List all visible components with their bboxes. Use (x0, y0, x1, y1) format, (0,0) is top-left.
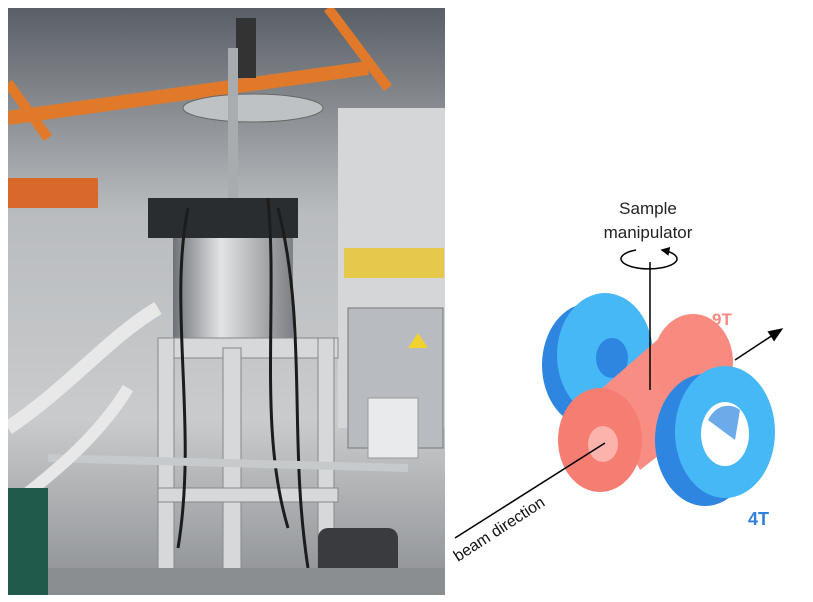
beam-direction-arrow (734, 328, 784, 361)
warning-sign (408, 333, 428, 348)
outer-magnet-4T (655, 366, 775, 506)
pump-box (367, 397, 419, 459)
orange-beam (8, 178, 98, 208)
beam-line (454, 442, 606, 539)
floor (8, 568, 445, 595)
manipulator-label-line1: Sample (619, 199, 677, 218)
manipulator-rod (228, 48, 238, 328)
chamber-lid (148, 198, 298, 238)
top-motor (236, 18, 256, 78)
beam-direction-label: beam direction (451, 494, 548, 565)
support-frame (157, 337, 339, 589)
top-flange (182, 93, 324, 123)
outer-magnet-label: 4T (748, 509, 769, 529)
vacuum-pump (318, 528, 398, 578)
inner-magnet-label: 9T (712, 310, 732, 329)
yellow-railing (344, 248, 444, 278)
vacuum-chamber (173, 238, 293, 348)
rotation-arrow-icon (620, 246, 678, 270)
apparatus-photo (8, 8, 445, 595)
magnet-diagram: Sample manipulator 9T 4T beam direction (451, 199, 784, 565)
cables (176, 197, 310, 569)
green-cylinder (8, 488, 48, 595)
manipulator-label-line2: manipulator (604, 223, 693, 242)
ceiling-beams (8, 8, 392, 141)
